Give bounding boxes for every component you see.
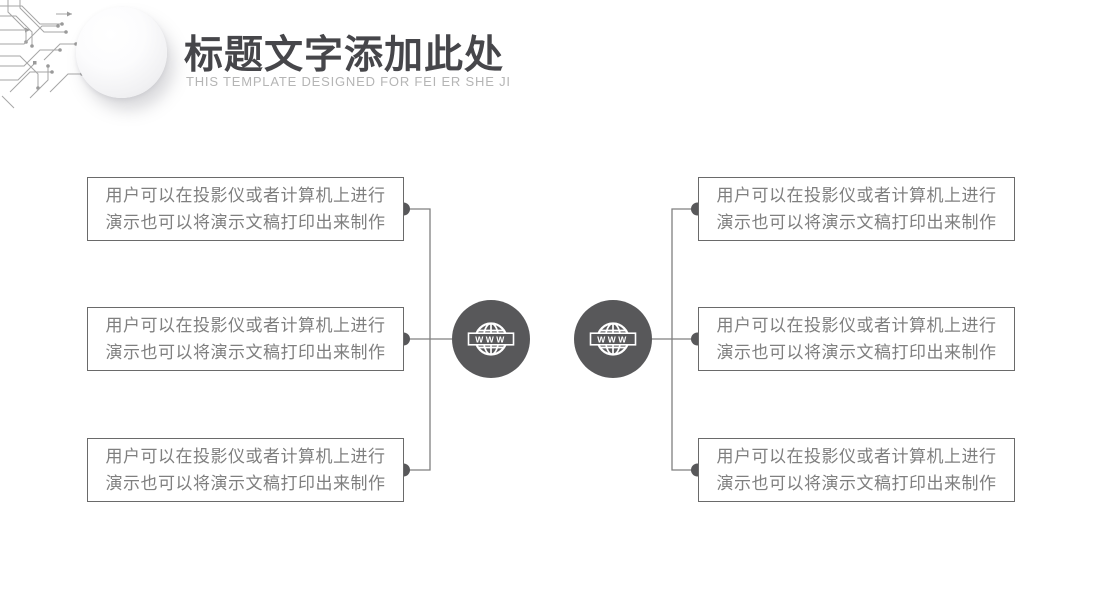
- text-box-line: 演示也可以将演示文稿打印出来制作: [716, 474, 997, 493]
- text-box-left-3: 用户可以在投影仪或者计算机上进行 演示也可以将演示文稿打印出来制作: [87, 438, 404, 502]
- text-box-line: 用户可以在投影仪或者计算机上进行: [105, 186, 386, 205]
- text-box-line: 用户可以在投影仪或者计算机上进行: [105, 447, 386, 466]
- text-box-line: 用户可以在投影仪或者计算机上进行: [716, 316, 997, 335]
- text-box-line: 演示也可以将演示文稿打印出来制作: [716, 343, 997, 362]
- slide-subtitle: THIS TEMPLATE DESIGNED FOR FEI ER SHE JI: [186, 74, 511, 89]
- text-box-line: 演示也可以将演示文稿打印出来制作: [105, 474, 386, 493]
- sphere-decoration: [76, 7, 167, 98]
- slide-title: 标题文字添加此处: [184, 34, 505, 77]
- www-label: WWW: [475, 334, 507, 344]
- text-box-right-1: 用户可以在投影仪或者计算机上进行 演示也可以将演示文稿打印出来制作: [698, 177, 1015, 241]
- connector-right: [651, 208, 697, 471]
- text-box-line: 用户可以在投影仪或者计算机上进行: [716, 186, 997, 205]
- text-box-right-3: 用户可以在投影仪或者计算机上进行 演示也可以将演示文稿打印出来制作: [698, 438, 1015, 502]
- www-hub-circle-1: WWW: [452, 300, 530, 378]
- text-box-left-2: 用户可以在投影仪或者计算机上进行 演示也可以将演示文稿打印出来制作: [87, 307, 404, 371]
- text-box-line: 用户可以在投影仪或者计算机上进行: [105, 316, 386, 335]
- circuit-decoration: [0, 0, 84, 109]
- text-box-line: 演示也可以将演示文稿打印出来制作: [716, 213, 997, 232]
- www-label: WWW: [597, 334, 629, 344]
- text-box-left-1: 用户可以在投影仪或者计算机上进行 演示也可以将演示文稿打印出来制作: [87, 177, 404, 241]
- www-globe-icon: WWW: [467, 322, 515, 356]
- text-box-right-2: 用户可以在投影仪或者计算机上进行 演示也可以将演示文稿打印出来制作: [698, 307, 1015, 371]
- text-box-line: 演示也可以将演示文稿打印出来制作: [105, 343, 386, 362]
- www-hub-circle-2: WWW: [574, 300, 652, 378]
- text-box-line: 用户可以在投影仪或者计算机上进行: [716, 447, 997, 466]
- www-globe-icon: WWW: [589, 322, 637, 356]
- connector-left: [404, 208, 452, 471]
- text-box-line: 演示也可以将演示文稿打印出来制作: [105, 213, 386, 232]
